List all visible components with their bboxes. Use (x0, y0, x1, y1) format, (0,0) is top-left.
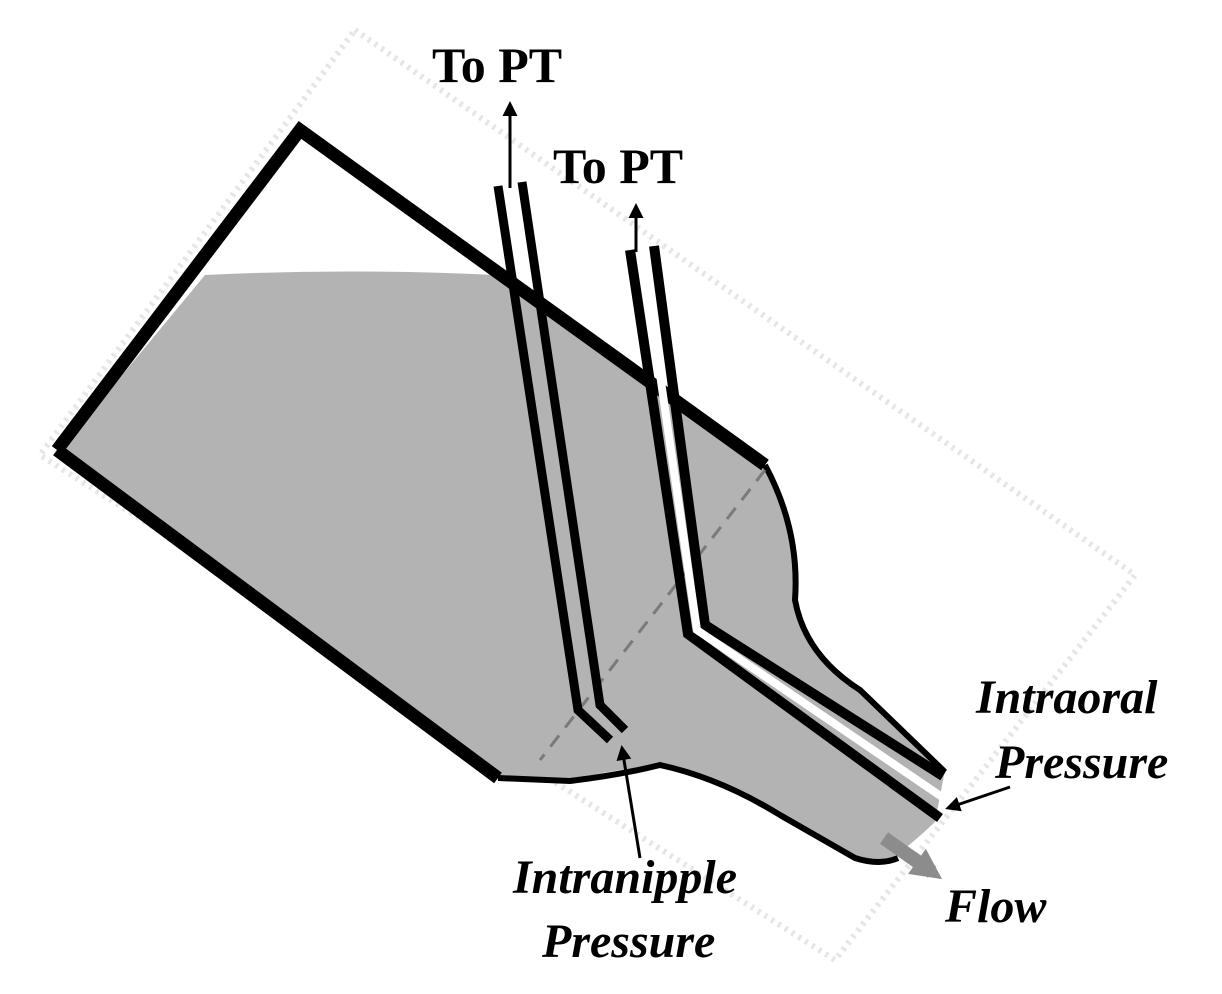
ghost-bottle-outline (35, 25, 1140, 964)
to-pt-right-label: To PT (553, 138, 683, 194)
bottle-liquid (60, 271, 945, 865)
intranipple-label-line2: Pressure (541, 915, 715, 968)
intraoral-label-line2: Pressure (994, 736, 1168, 789)
intranipple-label-line1: Intranipple (512, 851, 737, 904)
flow-arrow (879, 832, 943, 880)
flow-label: Flow (944, 880, 1047, 933)
intraoral-label-line1: Intraoral (975, 671, 1158, 724)
intraoral-catheter (625, 245, 946, 823)
intraoral-pointer-arrow (945, 785, 1011, 812)
to-pt-left-label: To PT (432, 37, 562, 93)
intranipple-catheter (493, 181, 629, 744)
intranipple-pointer-arrow (616, 745, 642, 859)
bottle-outline (51, 121, 948, 865)
nipple-base-dashed-line (538, 469, 767, 761)
